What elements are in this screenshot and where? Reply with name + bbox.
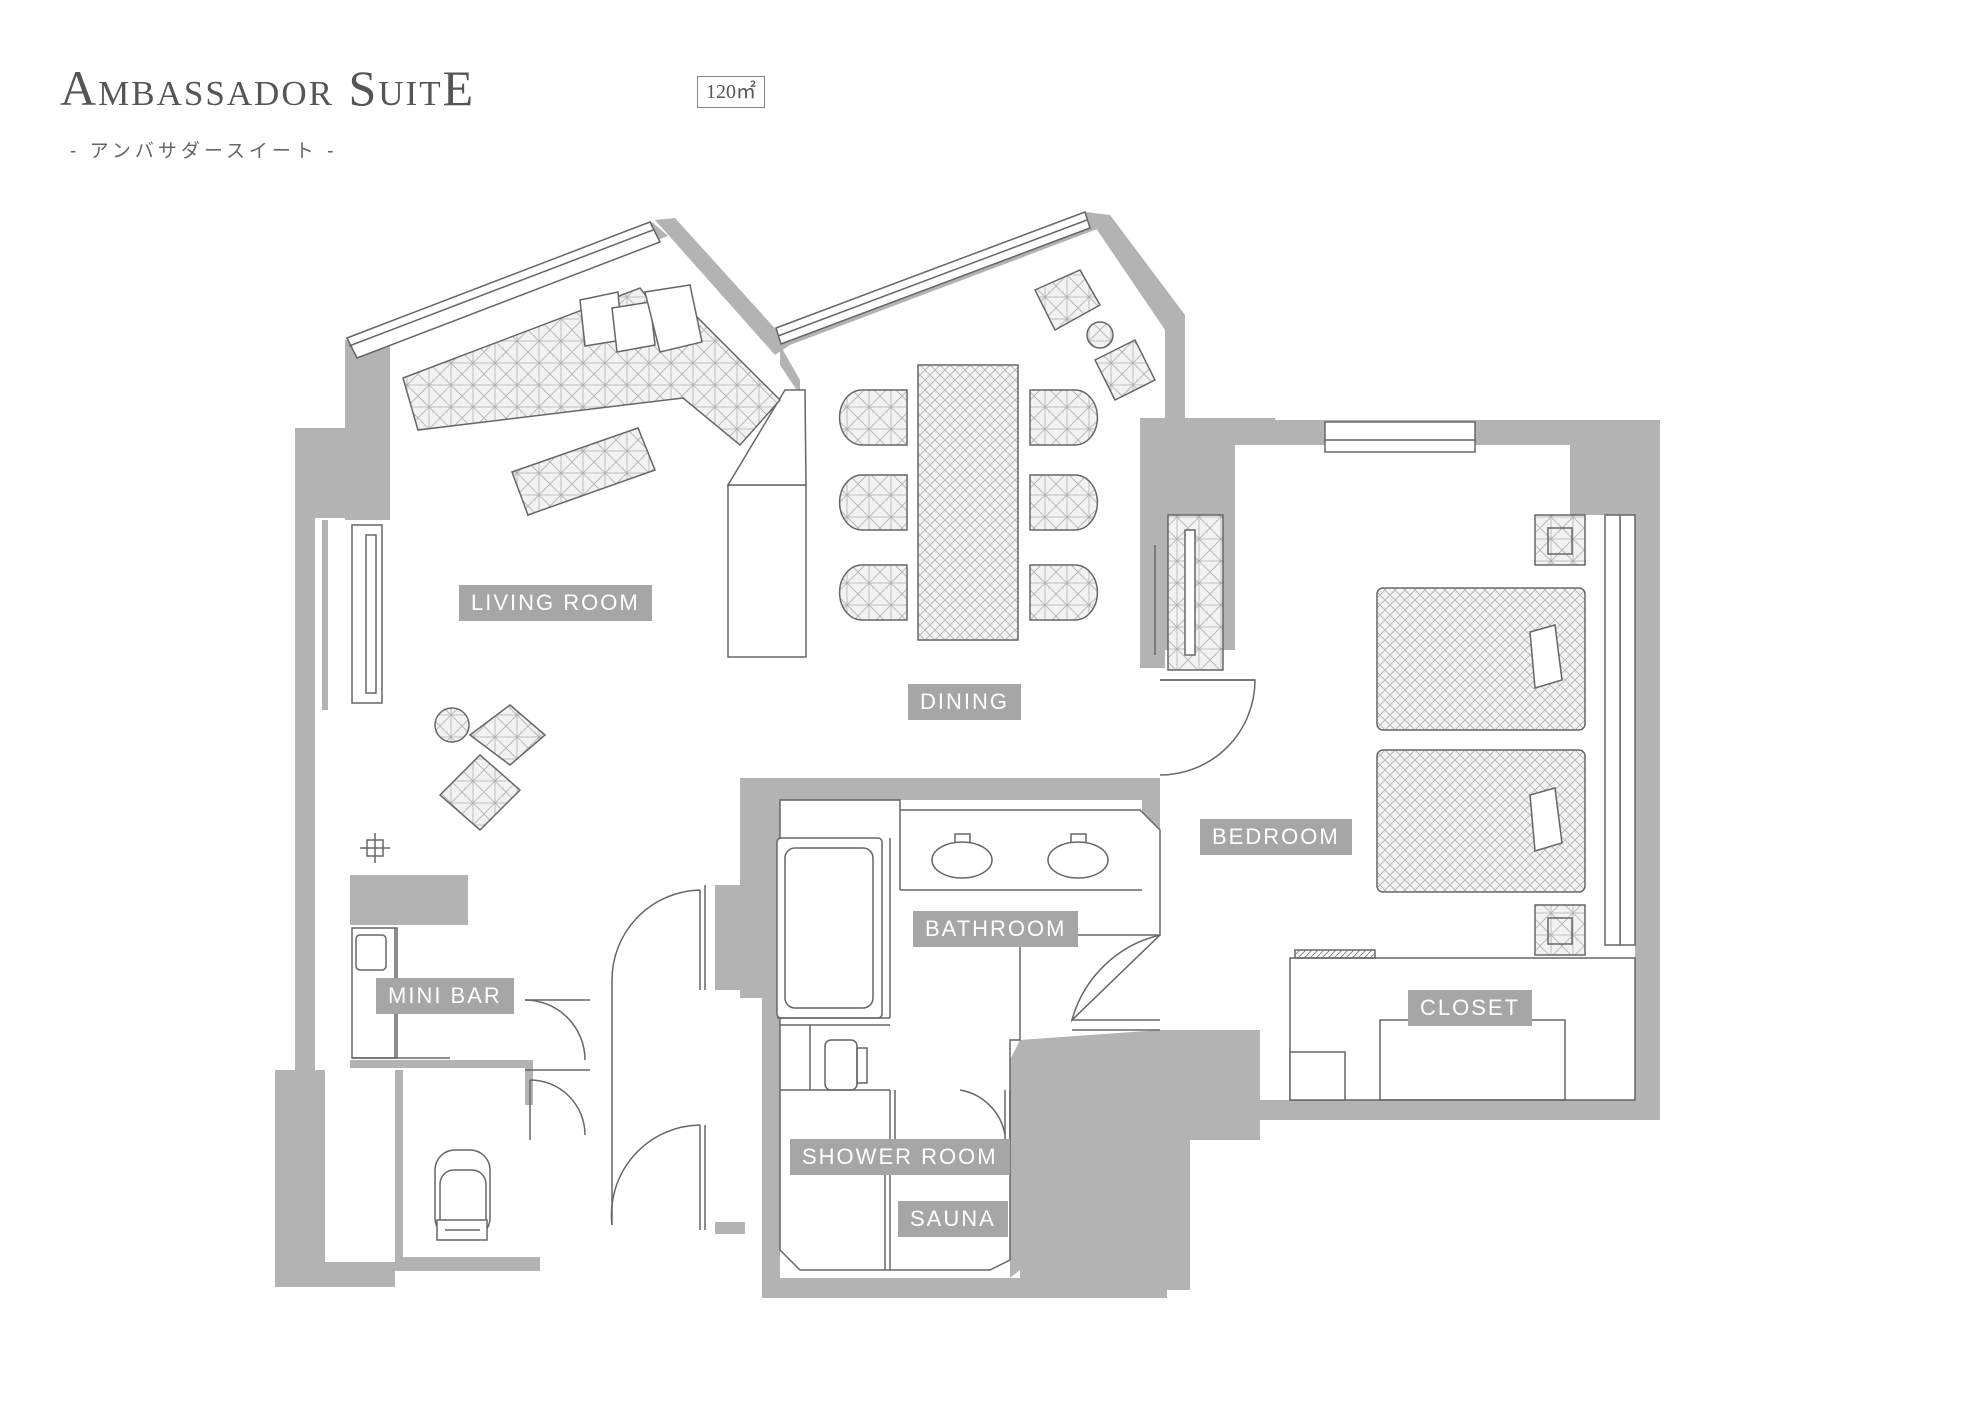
label-dining: DINING: [908, 684, 1021, 720]
label-shower-room: SHOWER ROOM: [790, 1139, 1010, 1175]
coffee-table: [511, 427, 656, 516]
bed-1: [1376, 587, 1586, 731]
label-closet: CLOSET: [1408, 990, 1533, 1026]
label-bedroom: BEDROOM: [1200, 819, 1352, 855]
label-sauna: SAUNA: [898, 1201, 1008, 1237]
page-subtitle: - アンバサダースイート -: [70, 141, 338, 162]
page-title: Ambassador SuitE: [60, 60, 476, 116]
wall-left-outer: [295, 428, 315, 1123]
dining-table: [917, 364, 1019, 641]
area-badge: 120㎡: [697, 76, 765, 108]
bed-2: [1376, 749, 1586, 893]
label-living-room: LIVING ROOM: [459, 585, 652, 621]
furniture: [402, 269, 1586, 956]
label-bathroom: BATHROOM: [913, 911, 1079, 947]
label-mini-bar: MINI BAR: [376, 978, 514, 1014]
